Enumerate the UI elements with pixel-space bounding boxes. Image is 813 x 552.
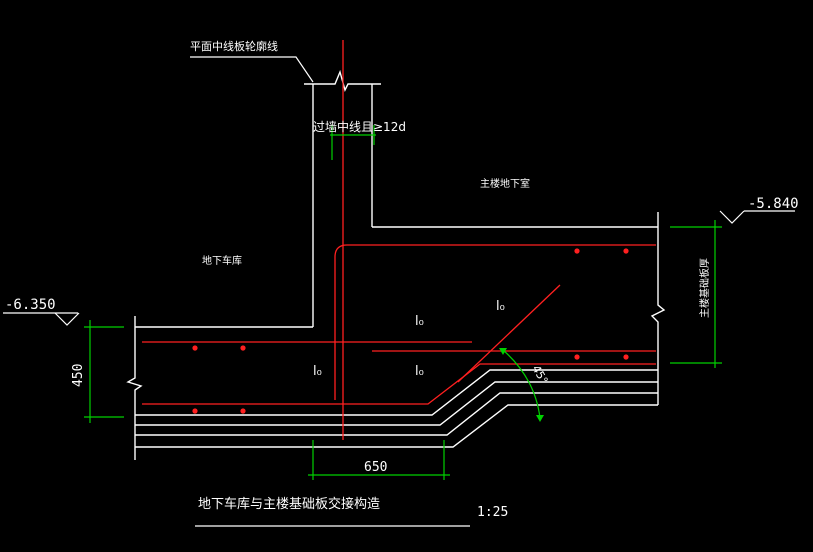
main-thickness-label: 主楼基础板厚: [698, 258, 711, 318]
dimension-650: 650: [364, 460, 387, 475]
drawing-scale: 1:25: [477, 505, 508, 520]
lap-length-label-2: l₀: [496, 299, 505, 314]
concrete-outline: [126, 69, 666, 460]
elevation-markers: [3, 56, 795, 527]
garage-label: 地下车库: [202, 254, 242, 267]
dimension-lines: [84, 125, 722, 480]
rebar-lines: [142, 40, 656, 440]
drawing-title: 地下车库与主楼基础板交接构造: [198, 496, 380, 512]
elevation-left: -6.350: [5, 297, 56, 313]
dimension-450: 450: [71, 364, 86, 387]
lap-length-label-1: l₀: [415, 314, 424, 329]
lap-length-label-4: l₀: [415, 364, 424, 379]
top-leader-label: 平面中线板轮廓线: [190, 39, 278, 53]
angle-label: 45°: [529, 363, 550, 386]
dimension-ticks: [499, 348, 544, 422]
text-labels: 平面中线板轮廓线 过墙中线且≥12d 主楼地下室 地下车库 主楼基础板厚 l₀ …: [5, 39, 799, 520]
elevation-right: -5.840: [748, 196, 799, 212]
main-basement-label: 主楼地下室: [480, 177, 530, 190]
lap-length-label-3: l₀: [313, 364, 322, 379]
rebar-dots: [192, 248, 629, 414]
wall-note-label: 过墙中线且≥12d: [313, 119, 406, 134]
